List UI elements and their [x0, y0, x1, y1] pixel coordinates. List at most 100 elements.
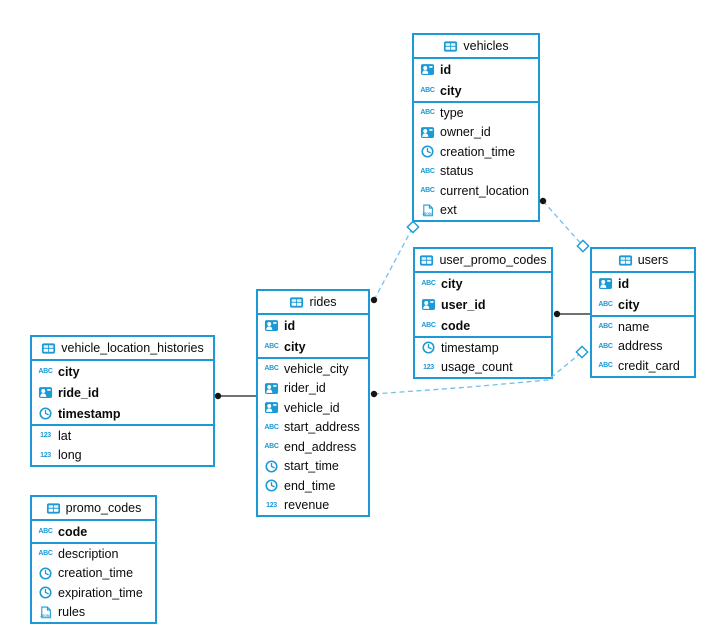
- column-label: city: [618, 297, 640, 312]
- table-header[interactable]: vehicles: [414, 35, 538, 59]
- column-label: description: [58, 546, 119, 561]
- column-row[interactable]: ABC city: [414, 80, 538, 101]
- relation-vehicle-location-histories-rides[interactable]: [214, 392, 256, 400]
- column-label: end_address: [284, 439, 357, 454]
- table-header[interactable]: rides: [258, 291, 368, 315]
- cardinality-dot: [370, 296, 378, 304]
- columns-section: ABC description creation_time expiration…: [32, 542, 155, 622]
- table-promo-codes[interactable]: promo_codes ABC code ABC description cre…: [30, 495, 157, 624]
- column-row[interactable]: id: [258, 315, 368, 336]
- columns-section: 123 lat 123 long: [32, 424, 213, 465]
- number-icon: 123: [423, 363, 434, 371]
- column-row[interactable]: vehicle_id: [258, 398, 368, 418]
- column-label: credit_card: [618, 358, 680, 373]
- table-icon: [419, 253, 434, 268]
- json-icon: JSON: [39, 605, 53, 620]
- string-icon: ABC: [38, 368, 53, 375]
- uuid-icon: [38, 385, 53, 400]
- column-row[interactable]: ABC vehicle_city: [258, 359, 368, 379]
- table-icon: [443, 39, 458, 54]
- string-icon: ABC: [420, 109, 435, 117]
- string-icon: ABC: [38, 550, 53, 558]
- table-header[interactable]: users: [592, 249, 694, 273]
- relation-user-promo-codes-users[interactable]: [553, 310, 590, 318]
- column-row[interactable]: ABC current_location: [414, 181, 538, 201]
- timestamp-icon: [420, 144, 435, 159]
- table-header[interactable]: vehicle_location_histories: [32, 337, 213, 361]
- column-row[interactable]: ABC start_address: [258, 418, 368, 438]
- number-icon: 123: [40, 451, 51, 459]
- table-header[interactable]: user_promo_codes: [415, 249, 551, 273]
- table-users[interactable]: users id ABC city ABC name ABC address A…: [590, 247, 696, 378]
- column-row[interactable]: end_time: [258, 476, 368, 496]
- column-row[interactable]: user_id: [415, 294, 551, 315]
- column-row[interactable]: ABC city: [415, 273, 551, 294]
- column-row[interactable]: ride_id: [32, 382, 213, 403]
- table-vehicle-location-histories[interactable]: vehicle_location_histories ABC city ride…: [30, 335, 215, 467]
- column-row[interactable]: 123 long: [32, 446, 213, 466]
- column-row[interactable]: 123 revenue: [258, 496, 368, 516]
- column-row[interactable]: JSON ext: [414, 201, 538, 221]
- column-row[interactable]: ABC name: [592, 317, 694, 337]
- column-row[interactable]: rider_id: [258, 379, 368, 399]
- column-row[interactable]: ABC type: [414, 103, 538, 123]
- columns-section: ABC vehicle_city rider_id vehicle_id ABC…: [258, 357, 368, 515]
- column-row[interactable]: creation_time: [32, 564, 155, 584]
- table-header[interactable]: promo_codes: [32, 497, 155, 521]
- column-row[interactable]: 123 lat: [32, 426, 213, 446]
- table-rides[interactable]: rides id ABC city ABC vehicle_city rider…: [256, 289, 370, 517]
- uuid-icon: [420, 125, 435, 140]
- table-icon: [41, 341, 56, 356]
- column-row[interactable]: expiration_time: [32, 583, 155, 603]
- column-row[interactable]: ABC address: [592, 337, 694, 357]
- column-label: city: [284, 339, 306, 354]
- string-icon: ABC: [421, 280, 436, 287]
- column-label: timestamp: [441, 340, 499, 355]
- column-label: ride_id: [58, 385, 99, 400]
- table-title: rides: [309, 295, 337, 309]
- column-label: start_time: [284, 459, 339, 474]
- column-label: status: [440, 164, 474, 179]
- table-icon: [46, 501, 61, 516]
- uuid-icon: [598, 276, 613, 291]
- primary-key-section: ABC city user_id ABC code: [415, 273, 551, 336]
- column-label: revenue: [284, 498, 330, 513]
- column-row[interactable]: timestamp: [415, 338, 551, 358]
- column-row[interactable]: ABC code: [32, 521, 155, 542]
- string-icon: ABC: [264, 365, 279, 373]
- column-label: city: [441, 276, 463, 291]
- column-row[interactable]: ABC city: [32, 361, 213, 382]
- relation-rides-vehicles[interactable]: [370, 220, 420, 304]
- column-row[interactable]: ABC code: [415, 315, 551, 336]
- column-row[interactable]: id: [592, 273, 694, 294]
- column-row[interactable]: ABC city: [258, 336, 368, 357]
- number-icon: 123: [40, 432, 51, 440]
- column-label: code: [58, 524, 88, 539]
- column-row[interactable]: timestamp: [32, 403, 213, 424]
- timestamp-icon: [264, 478, 279, 493]
- column-row[interactable]: creation_time: [414, 142, 538, 162]
- column-row[interactable]: ABC credit_card: [592, 356, 694, 376]
- column-row[interactable]: ABC city: [592, 294, 694, 315]
- table-vehicles[interactable]: vehicles id ABC city ABC type owner_id: [412, 33, 540, 222]
- column-label: long: [58, 448, 82, 463]
- column-row[interactable]: ABC status: [414, 162, 538, 182]
- column-row[interactable]: 123 usage_count: [415, 358, 551, 378]
- relation-rides-users[interactable]: [370, 345, 589, 398]
- table-user-promo-codes[interactable]: user_promo_codes ABC city user_id ABC co…: [413, 247, 553, 379]
- column-row[interactable]: start_time: [258, 457, 368, 477]
- column-label: expiration_time: [58, 585, 143, 600]
- column-row[interactable]: ABC end_address: [258, 437, 368, 457]
- column-row[interactable]: owner_id: [414, 123, 538, 143]
- relation-vehicles-users[interactable]: [539, 197, 590, 253]
- column-row[interactable]: JSON rules: [32, 603, 155, 623]
- table-icon: [618, 253, 633, 268]
- table-icon: [289, 295, 304, 310]
- column-row[interactable]: ABC description: [32, 544, 155, 564]
- column-row[interactable]: id: [414, 59, 538, 80]
- uuid-icon: [264, 400, 279, 415]
- string-icon: ABC: [264, 423, 279, 431]
- cardinality-dot: [553, 310, 561, 318]
